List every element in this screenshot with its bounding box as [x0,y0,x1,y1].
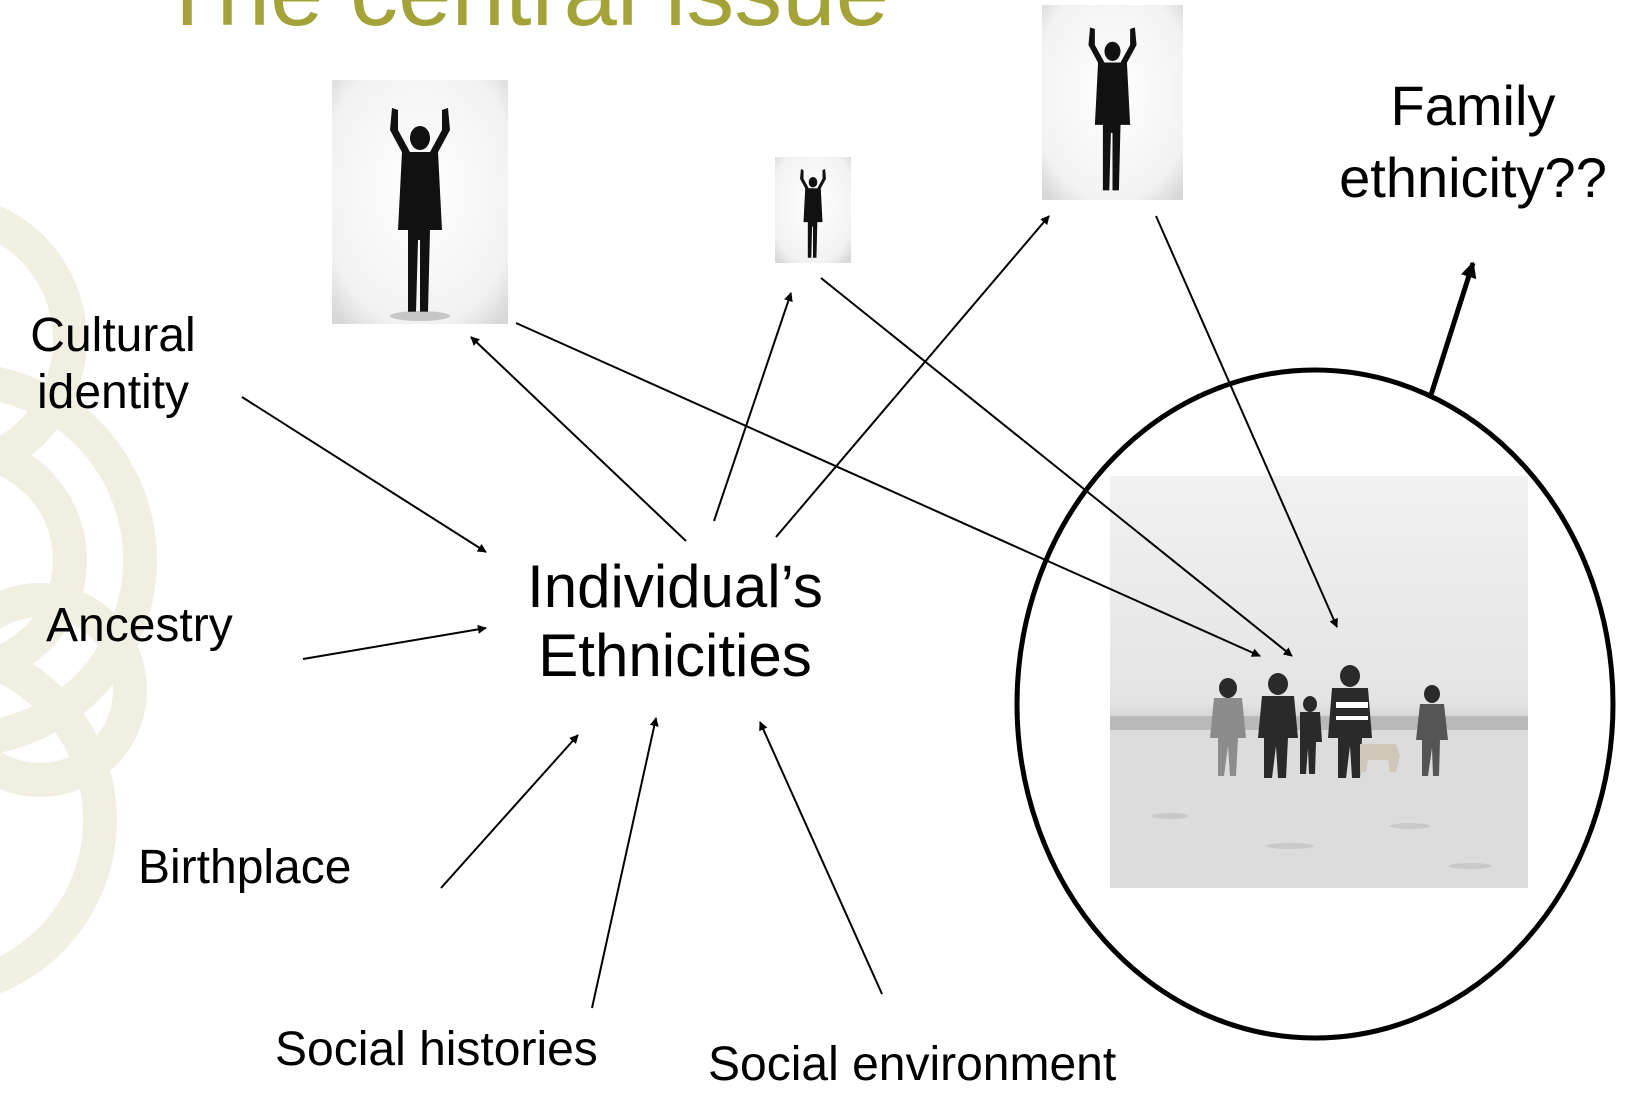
arrow-family-to-ethnicity [1427,261,1477,399]
label-cultural-identity-line1: Cultural [30,309,196,362]
arrow-center-to-small-person [713,292,793,522]
arrow-small-person-to-family [820,277,1293,657]
arrow-large-person-to-family [515,322,1261,657]
label-cultural-identity-line2: identity [36,365,190,419]
slide-title: The central issue [158,0,889,48]
family-ellipse [1014,367,1616,1041]
label-social-environment: Social environment [708,1038,1117,1091]
arrow-top-person-to-family [1155,215,1338,628]
arrow-birthplace-to-center [440,734,579,889]
label-family-line1: Family [1390,74,1556,137]
label-family-line2: ethnicity?? [1339,145,1607,209]
label-cultural-identity: Cultural identity [18,308,208,421]
arrow-ancestry-to-center [302,624,487,660]
silhouette-photo-small [775,157,851,263]
label-ancestry: Ancestry [46,599,233,652]
arrow-center-to-large-person [470,336,687,542]
family-beach-photo [1110,476,1528,888]
label-family-ethnicity: Family ethnicity?? [1318,70,1628,213]
arrow-center-to-top-person [775,215,1050,538]
arrow-environment-to-center [759,721,883,995]
arrow-histories-to-center [591,717,659,1009]
label-individual-ethnicities: Individual’s Ethnicities [510,552,840,690]
label-birthplace: Birthplace [138,841,352,894]
label-social-histories: Social histories [275,1023,598,1076]
label-center-line1: Individual’s [527,553,823,620]
arrow-cultural-to-center [241,396,487,553]
label-center-line2: Ethnicities [538,622,812,689]
silhouette-photo-top [1042,5,1183,200]
silhouette-photo-large [332,80,508,324]
